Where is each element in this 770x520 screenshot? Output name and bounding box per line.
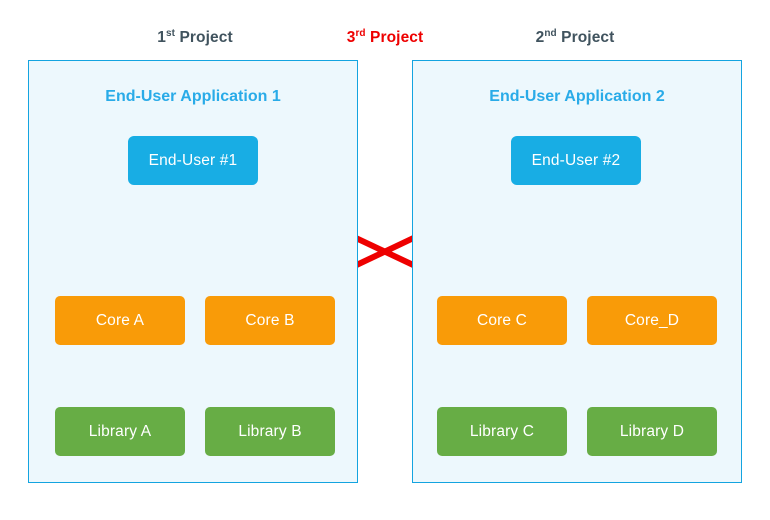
- caption-project-1: 1st Project: [95, 27, 295, 47]
- caption-ordinal: 3: [346, 29, 356, 46]
- caption-ordinal-suffix: nd: [544, 27, 557, 39]
- caption-label: Project: [175, 29, 233, 46]
- panel-title-application-1: End-User Application 1: [105, 88, 281, 105]
- node-library-d[interactable]: Library D: [587, 407, 717, 456]
- caption-label: Project: [556, 29, 615, 46]
- node-end-user-1[interactable]: End-User #1: [128, 136, 258, 185]
- caption-ordinal: 1: [157, 29, 166, 46]
- node-core-c[interactable]: Core C: [437, 296, 567, 345]
- node-library-b[interactable]: Library B: [205, 407, 335, 456]
- caption-ordinal-suffix: st: [165, 27, 176, 39]
- node-core-d[interactable]: Core_D: [587, 296, 717, 345]
- caption-project-2: 2nd Project: [475, 27, 675, 47]
- caption-ordinal: 2: [535, 29, 545, 46]
- panel-title-application-2: End-User Application 2: [489, 88, 665, 105]
- node-library-a[interactable]: Library A: [55, 407, 185, 456]
- caption-label: Project: [365, 29, 424, 46]
- caption-ordinal-suffix: rd: [355, 27, 366, 39]
- node-core-a[interactable]: Core A: [55, 296, 185, 345]
- node-library-c[interactable]: Library C: [437, 407, 567, 456]
- caption-project-3: 3rd Project: [285, 27, 485, 47]
- node-core-b[interactable]: Core B: [205, 296, 335, 345]
- node-end-user-2[interactable]: End-User #2: [511, 136, 641, 185]
